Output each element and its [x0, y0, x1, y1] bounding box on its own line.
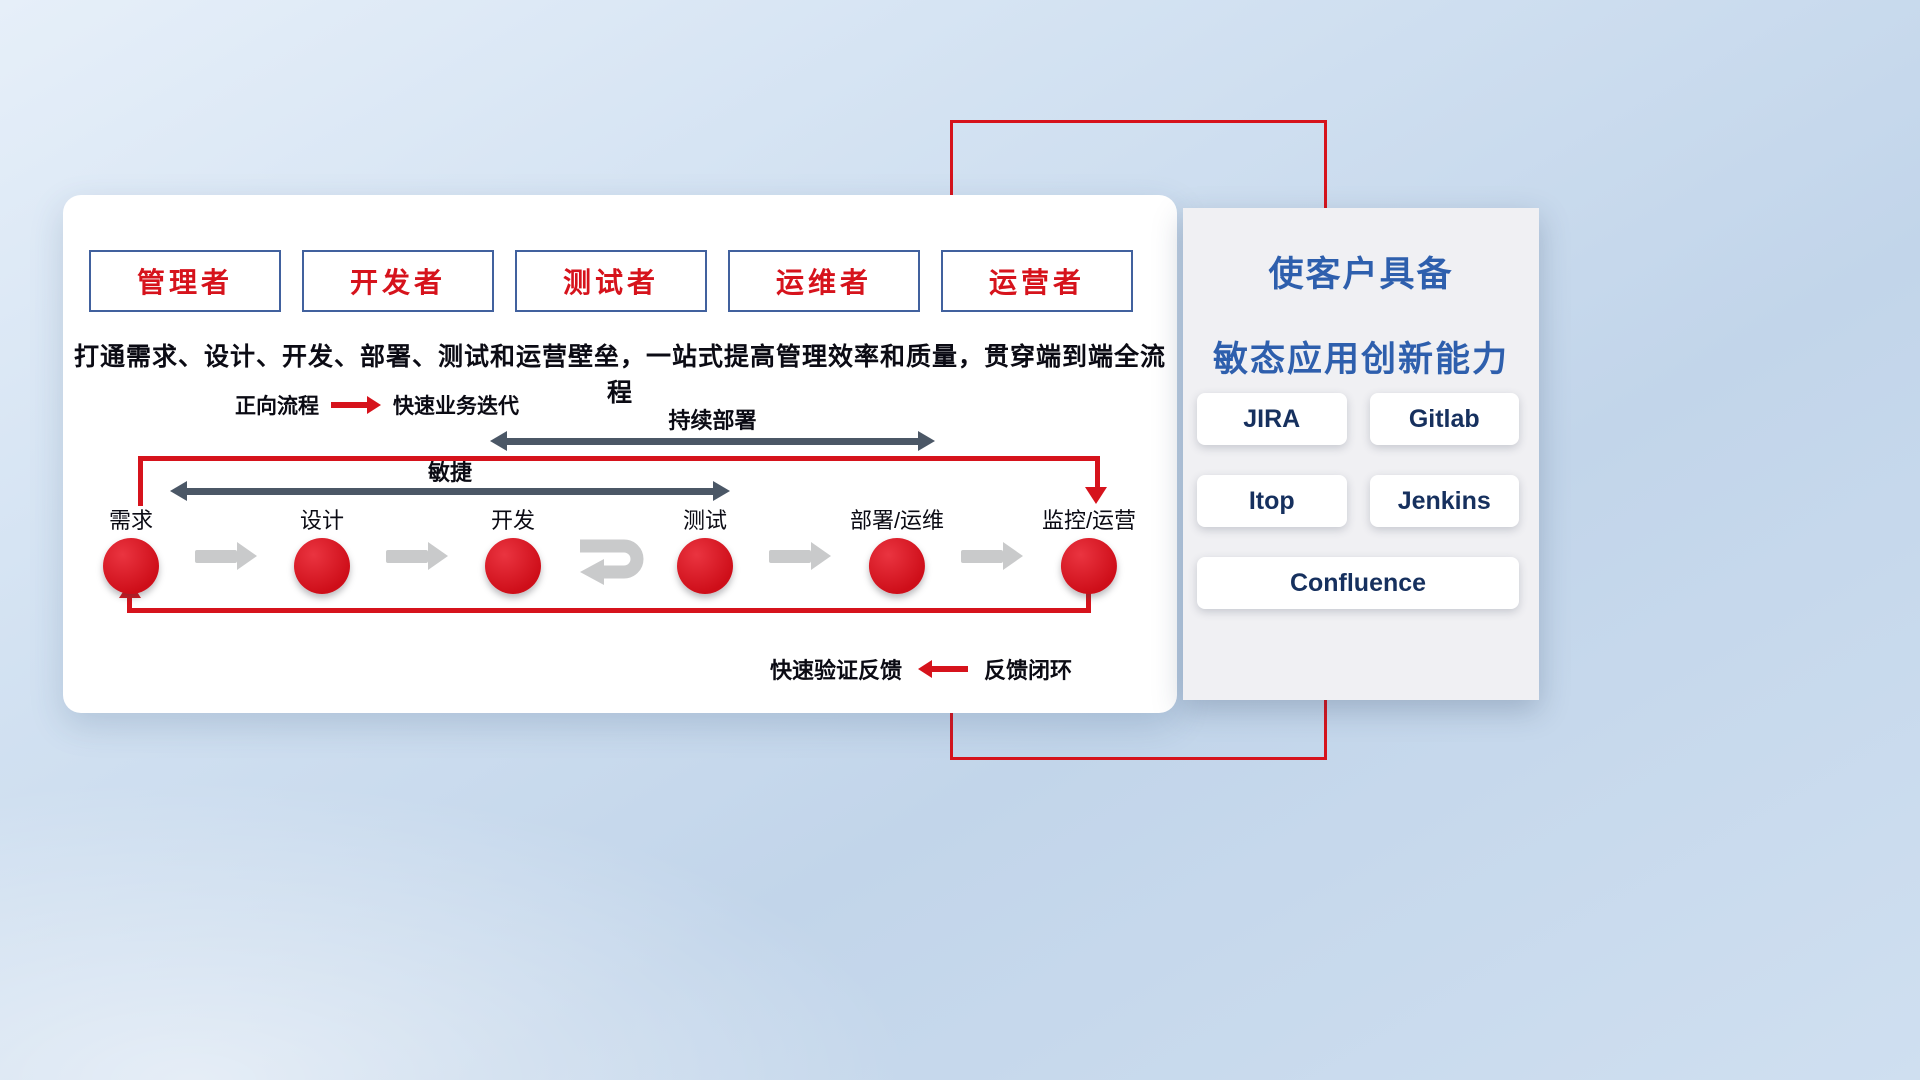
role-label: 运营者	[988, 267, 1085, 298]
feedback-legend: 快速验证反馈 反馈闭环	[770, 653, 1072, 685]
forward-loop-arrowhead-icon	[1085, 487, 1107, 504]
stage-monitor-operate: 监控/运营	[1042, 503, 1136, 594]
tool-grid: JIRA Gitlab Itop Jenkins Confluence	[1197, 393, 1519, 609]
forward-loop-line	[138, 456, 143, 506]
stage-design: 设计	[294, 503, 350, 594]
stage-node-icon	[1061, 538, 1117, 594]
stage-label: 监控/运营	[1041, 508, 1137, 533]
role-box-manager: 管理者	[89, 250, 281, 312]
flow-arrow-icon	[769, 542, 831, 570]
stage-node-icon	[869, 538, 925, 594]
tool-box-gitlab: Gitlab	[1369, 393, 1519, 445]
iterate-arrow-icon	[580, 539, 644, 585]
forward-flow-legend: 正向流程 快速业务迭代	[235, 390, 519, 420]
stage-node-icon	[485, 538, 541, 594]
feedback-text: 快速验证反馈	[770, 658, 903, 683]
role-box-operator: 运营者	[941, 250, 1133, 312]
role-label: 管理者	[136, 267, 233, 298]
agile-label: 敏捷	[427, 460, 472, 485]
stage-node-icon	[677, 538, 733, 594]
capability-panel: 使客户具备 敏态应用创新能力 JIRA Gitlab Itop Jenkins …	[1183, 208, 1539, 700]
flow-arrow-icon	[195, 542, 257, 570]
panel-title-line1: 使客户具备	[1268, 255, 1454, 294]
tool-box-jenkins: Jenkins	[1369, 475, 1519, 527]
forward-loop-line	[138, 456, 1100, 461]
role-box-tester: 测试者	[515, 250, 707, 312]
continuous-deploy-label: 持续部署	[668, 408, 757, 433]
tool-box-itop: Itop	[1197, 475, 1347, 527]
stage-deploy-ops: 部署/运维	[850, 503, 944, 594]
flow-arrow-icon	[961, 542, 1023, 570]
devops-flow-card: 管理者 开发者 测试者 运维者 运营者 打通需求、设计、开发、部署、测试和运营壁…	[63, 195, 1177, 713]
stage-label: 测试	[682, 508, 727, 533]
stage-test: 测试	[677, 503, 733, 594]
forward-loop-line	[1095, 456, 1100, 487]
role-label: 运维者	[775, 267, 872, 298]
role-box-developer: 开发者	[302, 250, 494, 312]
role-label: 测试者	[562, 267, 659, 298]
feedback-legend-label: 反馈闭环	[984, 658, 1073, 683]
tool-box-confluence: Confluence	[1197, 557, 1519, 609]
role-label: 开发者	[349, 267, 446, 298]
forward-legend-label: 正向流程	[235, 395, 319, 418]
stage-node-icon	[103, 538, 159, 594]
feedback-loop-line	[1086, 584, 1091, 613]
feedback-arrow-icon	[918, 660, 969, 678]
agile-span-arrow-icon	[170, 481, 730, 501]
role-boxes-row: 管理者 开发者 测试者 运维者 运营者	[89, 250, 1133, 312]
role-box-ops: 运维者	[728, 250, 920, 312]
feedback-loop-line	[127, 608, 1091, 613]
forward-legend-desc: 快速业务迭代	[393, 395, 519, 418]
forward-arrow-icon	[331, 396, 381, 414]
continuous-deploy-span-arrow-icon	[490, 431, 935, 451]
stage-label: 开发	[490, 508, 535, 533]
stage-node-icon	[294, 538, 350, 594]
stage-develop: 开发	[485, 503, 541, 594]
panel-title-line2: 敏态应用创新能力	[1212, 340, 1509, 379]
stage-label: 需求	[108, 508, 153, 533]
feedback-loop-line	[127, 597, 132, 613]
stage-requirements: 需求	[103, 503, 159, 594]
subtitle-text: 打通需求、设计、开发、部署、测试和运营壁垒，一站式提高管理效率和质量，贯穿端到端…	[73, 343, 1166, 407]
stage-label: 部署/运维	[849, 508, 945, 533]
flow-arrow-icon	[386, 542, 448, 570]
tool-box-jira: JIRA	[1197, 393, 1347, 445]
stage-label: 设计	[299, 508, 344, 533]
